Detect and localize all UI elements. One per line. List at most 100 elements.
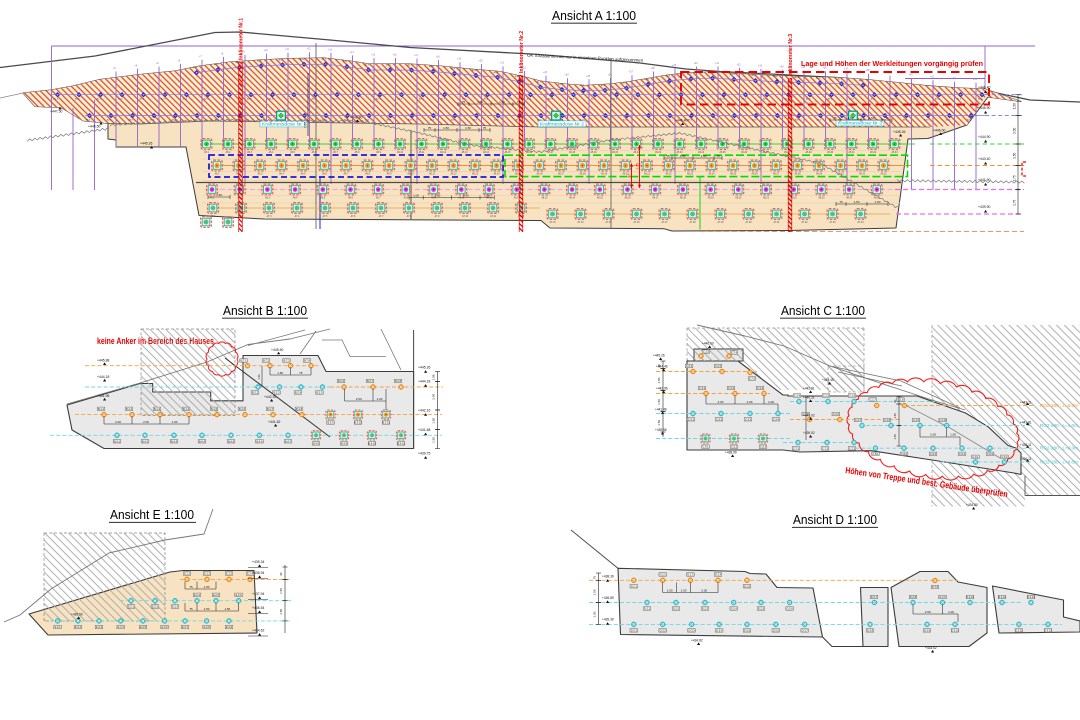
svg-text:A2.3: A2.3 bbox=[634, 98, 639, 101]
svg-text:A3.6: A3.6 bbox=[387, 118, 392, 121]
svg-text:C.4.4: C.4.4 bbox=[773, 417, 780, 421]
svg-text:A2.3: A2.3 bbox=[462, 98, 467, 101]
svg-text:A2.3: A2.3 bbox=[677, 98, 682, 101]
svg-text:A5.1: A5.1 bbox=[204, 151, 209, 154]
svg-text:C.8.5: C.8.5 bbox=[987, 452, 994, 456]
svg-text:A3.6: A3.6 bbox=[172, 118, 177, 121]
svg-text:C.1.8: C.1.8 bbox=[897, 398, 904, 402]
svg-text:E.2.2: E.2.2 bbox=[152, 605, 159, 609]
svg-text:A1.8: A1.8 bbox=[343, 60, 348, 63]
svg-text:A5.19: A5.19 bbox=[590, 151, 597, 154]
svg-text:+434.80: +434.80 bbox=[966, 503, 978, 507]
svg-text:Kraftmessdose Nr 3: Kraftmessdose Nr 3 bbox=[838, 121, 883, 126]
svg-text:A6.6: A6.6 bbox=[322, 172, 327, 175]
svg-text:A8.3: A8.3 bbox=[265, 196, 270, 199]
svg-text:A7.3: A7.3 bbox=[267, 215, 272, 218]
svg-text:+439.75: +439.75 bbox=[418, 452, 430, 456]
svg-text:1.50: 1.50 bbox=[869, 116, 875, 120]
svg-text:A5.28: A5.28 bbox=[784, 151, 791, 154]
svg-text:1.50: 1.50 bbox=[279, 588, 283, 594]
svg-text:1.75: 1.75 bbox=[635, 163, 639, 170]
svg-text:1.00: 1.00 bbox=[172, 420, 178, 424]
svg-text:60: 60 bbox=[657, 364, 661, 368]
svg-text:+439.34: +439.34 bbox=[252, 560, 264, 564]
svg-text:B.1.4: B.1.4 bbox=[183, 407, 190, 411]
svg-text:75: 75 bbox=[593, 576, 597, 580]
svg-text:RO2-280 ; L=4.0m: RO2-280 ; L=4.0m bbox=[1040, 423, 1078, 428]
svg-text:C.4.1: C.4.1 bbox=[688, 417, 695, 421]
svg-text:+445.26: +445.26 bbox=[893, 130, 905, 134]
svg-text:1.50: 1.50 bbox=[432, 437, 436, 443]
svg-text:A5.8: A5.8 bbox=[355, 151, 360, 154]
svg-text:A3.6: A3.6 bbox=[408, 118, 413, 121]
svg-text:E.2.1: E.2.1 bbox=[128, 605, 135, 609]
svg-text:D.2.9: D.2.9 bbox=[939, 595, 946, 599]
svg-text:C.3.2: C.3.2 bbox=[728, 386, 735, 390]
svg-text:A3.6: A3.6 bbox=[731, 118, 736, 121]
svg-text:2.00: 2.00 bbox=[432, 394, 436, 400]
svg-text:C.9.2: C.9.2 bbox=[1001, 455, 1008, 459]
svg-text:A5.25: A5.25 bbox=[719, 151, 726, 154]
svg-text:A3.6: A3.6 bbox=[430, 118, 435, 121]
svg-text:A1.8: A1.8 bbox=[666, 74, 671, 77]
svg-text:A1.8: A1.8 bbox=[429, 65, 434, 68]
svg-text:B.2.5: B.2.5 bbox=[316, 391, 323, 395]
svg-text:A2.3: A2.3 bbox=[591, 98, 596, 101]
svg-text:1.50: 1.50 bbox=[657, 399, 661, 405]
svg-text:+10: +10 bbox=[264, 49, 269, 52]
svg-text:A8.12: A8.12 bbox=[514, 196, 521, 199]
svg-text:+444.90: +444.90 bbox=[978, 135, 990, 139]
svg-text:A8.4: A8.4 bbox=[293, 196, 298, 199]
svg-text:C.9.1: C.9.1 bbox=[972, 455, 979, 459]
svg-text:D.1.4: D.1.4 bbox=[715, 573, 722, 577]
svg-text:+445.26: +445.26 bbox=[653, 354, 665, 358]
svg-text:+441.46: +441.46 bbox=[655, 408, 667, 412]
svg-text:A3.6: A3.6 bbox=[795, 118, 800, 121]
svg-text:1.50: 1.50 bbox=[216, 193, 222, 197]
svg-text:C.1.5: C.1.5 bbox=[823, 394, 830, 398]
svg-text:1.50: 1.50 bbox=[204, 607, 210, 611]
svg-text:1.50: 1.50 bbox=[432, 418, 436, 424]
svg-text:A3.6: A3.6 bbox=[301, 118, 306, 121]
svg-text:A8.20: A8.20 bbox=[735, 196, 742, 199]
svg-text:1.00: 1.00 bbox=[681, 588, 687, 592]
svg-text:1.50: 1.50 bbox=[875, 200, 881, 204]
svg-text:A1.8: A1.8 bbox=[279, 58, 284, 61]
svg-text:+32: +32 bbox=[737, 63, 742, 66]
svg-text:A8.16: A8.16 bbox=[624, 196, 631, 199]
svg-text:A6.14: A6.14 bbox=[493, 172, 500, 175]
svg-text:B.4.9: B.4.9 bbox=[341, 441, 348, 445]
svg-text:+443.11: +443.11 bbox=[1020, 400, 1032, 404]
svg-text:A1.8: A1.8 bbox=[515, 75, 520, 78]
svg-text:75: 75 bbox=[462, 100, 466, 104]
svg-text:A8.14: A8.14 bbox=[569, 196, 576, 199]
svg-text:A8.23: A8.23 bbox=[818, 196, 825, 199]
svg-text:A5.32: A5.32 bbox=[870, 151, 877, 154]
svg-text:A3.6: A3.6 bbox=[967, 118, 972, 121]
svg-text:A6.8: A6.8 bbox=[365, 172, 370, 175]
svg-text:+37: +37 bbox=[844, 68, 849, 71]
svg-text:A7.14: A7.14 bbox=[577, 221, 584, 224]
svg-text:A6.28: A6.28 bbox=[794, 172, 801, 175]
svg-text:A3.6: A3.6 bbox=[107, 118, 112, 121]
svg-text:A2.3: A2.3 bbox=[75, 98, 80, 101]
svg-text:+442.91: +442.91 bbox=[803, 387, 815, 391]
svg-text:A2.3: A2.3 bbox=[441, 98, 446, 101]
svg-text:+447.50: +447.50 bbox=[50, 110, 62, 114]
svg-text:A2.3: A2.3 bbox=[140, 98, 145, 101]
svg-text:C.2.1: C.2.1 bbox=[686, 364, 693, 368]
svg-text:A2.3: A2.3 bbox=[742, 98, 747, 101]
svg-text:A3.6: A3.6 bbox=[494, 118, 499, 121]
svg-text:A2.3: A2.3 bbox=[183, 98, 188, 101]
svg-text:75: 75 bbox=[885, 116, 889, 120]
svg-text:B.1.6: B.1.6 bbox=[239, 407, 246, 411]
svg-text:A6.20: A6.20 bbox=[622, 172, 629, 175]
svg-text:A6.26: A6.26 bbox=[751, 172, 758, 175]
svg-text:A3.6: A3.6 bbox=[344, 118, 349, 121]
svg-text:75: 75 bbox=[839, 200, 843, 204]
svg-text:A6.30: A6.30 bbox=[837, 172, 844, 175]
svg-text:75: 75 bbox=[189, 607, 193, 611]
svg-text:A1.8: A1.8 bbox=[537, 81, 542, 84]
svg-text:A8.10: A8.10 bbox=[458, 196, 465, 199]
svg-text:A6.15: A6.15 bbox=[515, 172, 522, 175]
